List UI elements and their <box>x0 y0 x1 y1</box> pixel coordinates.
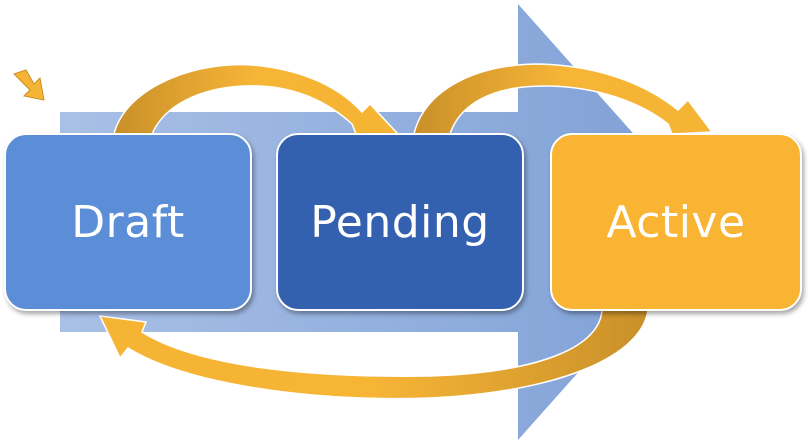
state-box-pending: Pending <box>276 133 524 311</box>
state-label-pending: Pending <box>310 196 490 248</box>
transition-arrow-draft-to-pending <box>113 63 400 135</box>
corner-arrow-icon <box>13 69 45 101</box>
state-label-active: Active <box>606 196 746 248</box>
state-label-draft: Draft <box>71 196 185 248</box>
transition-arrow-pending-to-active <box>413 63 714 135</box>
transition-arrow-active-to-draft <box>98 309 649 400</box>
state-box-active: Active <box>550 133 802 311</box>
state-box-draft: Draft <box>4 133 252 311</box>
